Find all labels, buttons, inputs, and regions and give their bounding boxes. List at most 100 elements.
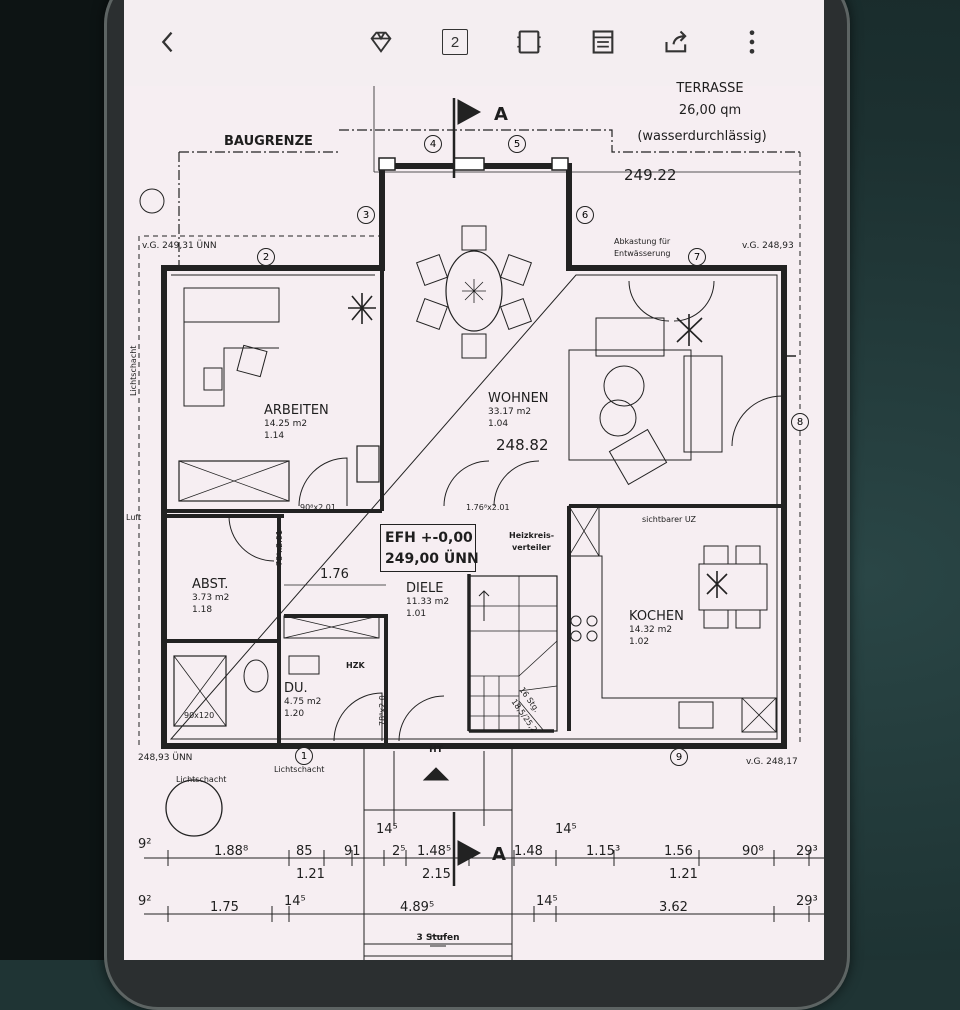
dim-176: 1.76 — [320, 567, 349, 582]
verteiler-label: verteiler — [512, 543, 551, 552]
hzk-label: HZK — [346, 661, 365, 670]
dim-row1-8: 14⁵ — [555, 822, 577, 837]
dim-row3-6: 29³ — [796, 894, 818, 909]
dim-row3-5: 3.62 — [659, 900, 688, 915]
back-button[interactable] — [152, 26, 184, 58]
door-size-office: 90⁸x2.01 — [300, 503, 336, 512]
dim-row3-3: 4.89⁵ — [400, 900, 435, 915]
floor-plan-image: TERRASSE 26,00 qm (wasserdurchlässig) 24… — [124, 82, 824, 960]
terrace-elevation: 249.22 — [624, 166, 677, 184]
room-kochen-name: KOCHEN — [629, 609, 684, 624]
back-icon — [161, 31, 173, 53]
axis-marker-9: 9 — [670, 748, 688, 766]
axis-marker-7: 7 — [688, 248, 706, 266]
vg-top-right: v.G. 248,93 — [742, 241, 794, 251]
efh-box: EFH +-0,00 249,00 ÜNN — [380, 524, 479, 572]
entwaesserung-label: Entwässerung — [614, 249, 671, 258]
vg-bottom-right: v.G. 248,17 — [746, 757, 798, 767]
room-du-name: DU. — [284, 681, 308, 696]
room-du-ratio: 1.20 — [284, 709, 305, 719]
room-diele-ratio: 1.01 — [406, 609, 427, 619]
crop-button[interactable] — [513, 26, 545, 58]
axis-marker-6: 6 — [576, 206, 594, 224]
sichtbarer-label: sichtbarer UZ — [642, 515, 697, 524]
room-kochen-ratio: 1.02 — [629, 637, 650, 647]
dim-row2-0: 1.21 — [296, 867, 325, 882]
elevation-center: 248.82 — [496, 436, 549, 454]
stufen-label: 3 Stufen — [416, 933, 460, 943]
luft-label: Luft — [126, 513, 142, 522]
page-count-button[interactable]: 2 — [439, 26, 471, 58]
dim-row1-3: 91 — [344, 844, 361, 859]
more-icon — [749, 30, 755, 54]
section-a-bottom: A — [492, 844, 506, 865]
terrace-note: (wasserdurchlässig) — [637, 129, 767, 144]
axis-marker-8: 8 — [791, 413, 809, 431]
dim-row3-0: 9² — [138, 894, 152, 909]
dim-row3-1: 1.75 — [210, 900, 239, 915]
room-arbeiten-name: ARBEITEN — [264, 403, 329, 418]
section-a-top: A — [494, 104, 508, 125]
share-button[interactable] — [661, 26, 693, 58]
door-size-bath: 78⁸x2.0 — [378, 695, 387, 726]
crop-icon — [517, 30, 541, 54]
more-button[interactable] — [736, 26, 768, 58]
shower-size: 90x120 — [184, 711, 215, 720]
baugrenze-label: BAUGRENZE — [224, 134, 313, 149]
dim-row1-10: 1.56 — [664, 844, 693, 859]
room-arbeiten-ratio: 1.14 — [264, 431, 285, 441]
room-abst-name: ABST. — [192, 577, 229, 592]
room-wohnen-ratio: 1.04 — [488, 419, 509, 429]
door-size-storage: 78⁸x2.01 — [275, 530, 284, 566]
dim-row1-9: 1.15³ — [586, 844, 621, 859]
axis-marker-1: 1 — [295, 747, 313, 765]
room-du-area: 4.75 m2 — [284, 697, 322, 707]
phone-screen: 2 — [124, 0, 824, 960]
room-arbeiten-area: 14.25 m2 — [264, 419, 308, 429]
dim-row1-4: 14⁵ — [376, 822, 398, 837]
dim-row1-6: 1.48⁵ — [417, 844, 452, 859]
door-size-living: 1.76⁸x2.01 — [466, 503, 510, 512]
efh-elevation: 249,00 ÜNN — [385, 551, 479, 567]
axis-marker-4: 4 — [424, 135, 442, 153]
dim-row1-7: 1.48 — [514, 844, 543, 859]
axis-marker-3: 3 — [357, 206, 375, 224]
vg-top-left: v.G. 249,31 ÜNN — [142, 241, 217, 251]
dim-row2-2: 1.21 — [669, 867, 698, 882]
gem-button[interactable] — [365, 26, 397, 58]
efh-level: EFH +-0,00 — [385, 530, 473, 546]
room-abst-area: 3.73 m2 — [192, 593, 230, 603]
heizkreis-label: Heizkreis- — [509, 531, 555, 540]
axis-marker-2: 2 — [257, 248, 275, 266]
room-wohnen-area: 33.17 m2 — [488, 407, 532, 417]
share-icon — [665, 30, 687, 53]
lichtschacht-side: Lichtschacht — [129, 345, 138, 396]
room-wohnen-name: WOHNEN — [488, 391, 549, 406]
background-shadow — [0, 0, 120, 960]
dim-row2-1: 2.15 — [422, 867, 451, 882]
dim-row3-4: 14⁵ — [536, 894, 558, 909]
document-icon — [592, 30, 614, 54]
vg-bottom-left: 248,93 ÜNN — [138, 753, 193, 763]
abkastung-label: Abkastung für — [614, 237, 671, 246]
floor-plan-drawing — [138, 86, 824, 960]
dim-row1-5: 2⁵ — [392, 844, 406, 859]
terrace-title: TERRASSE — [676, 81, 744, 96]
viewer-toolbar: 2 — [124, 0, 824, 86]
dim-row3-2: 14⁵ — [284, 894, 306, 909]
gem-icon — [370, 31, 392, 53]
room-diele-area: 11.33 m2 — [406, 597, 450, 607]
document-button[interactable] — [587, 26, 619, 58]
room-diele-name: DIELE — [406, 581, 444, 596]
lichtschacht-tree: Lichtschacht — [176, 775, 227, 784]
room-abst-ratio: 1.18 — [192, 605, 213, 615]
dim-row1-2: 85 — [296, 844, 313, 859]
lichtschacht-bottom: Lichtschacht — [274, 765, 325, 774]
terrace-area: 26,00 qm — [678, 103, 742, 118]
ht-label: HT — [429, 745, 443, 755]
page-count: 2 — [442, 29, 468, 55]
dim-row1-1: 1.88⁸ — [214, 844, 249, 859]
dim-row1-0: 9² — [138, 837, 152, 852]
room-kochen-area: 14.32 m2 — [629, 625, 673, 635]
dim-row1-12: 29³ — [796, 844, 818, 859]
